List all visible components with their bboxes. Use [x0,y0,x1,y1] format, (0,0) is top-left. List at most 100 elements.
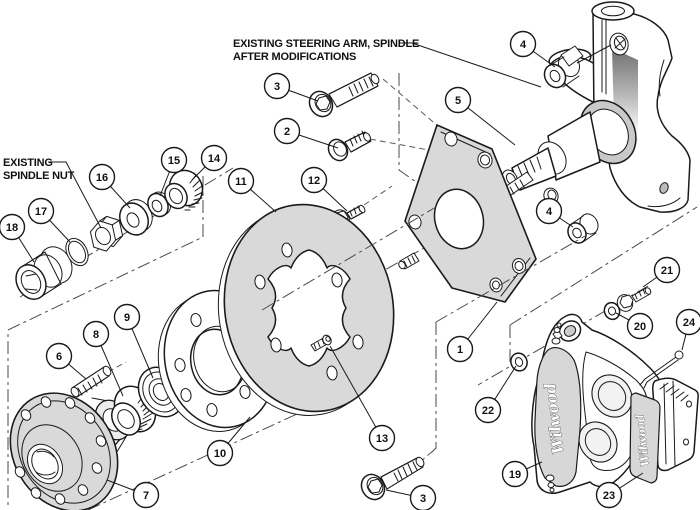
caliper-bolt [616,287,652,312]
callout-23-number: 23 [603,490,615,502]
mounting-bolt-short [327,130,372,162]
callout-4-leader2 [576,44,612,64]
callout-4: 4 [535,197,574,228]
callout-4: 4 [509,30,612,68]
callout-24-circle [675,308,700,336]
spindle-nut-note-leader [48,161,102,229]
callout-3-circle [263,72,291,100]
callout-4-number: 4 [546,206,553,218]
callout-21: 21 [642,256,681,288]
callout-22: 22 [474,365,517,424]
callout-4-circle [509,30,537,58]
spindle-nut [89,215,124,252]
pad-logo: Wilwood [633,413,651,467]
callout-3: 3 [263,72,319,102]
hub [9,392,132,510]
callout-15-circle [160,146,188,174]
callout-8-number: 8 [93,329,99,341]
callout-23: 23 [595,472,644,509]
callout-7-circle [132,481,160,509]
callout-18-number: 18 [6,222,18,234]
callout-17-number: 17 [35,206,47,218]
brake-pads: Wilwood [629,377,699,484]
callout-21-number: 21 [661,265,673,277]
caliper-washer-inner [510,352,528,372]
callout-20-number: 20 [634,321,646,333]
callout-24: 24 [675,308,700,351]
steering-arm-note-leader [400,42,542,88]
callout-13: 13 [329,345,396,452]
cotter-pin [639,350,684,389]
callout-6-number: 6 [56,351,62,363]
callout-7-number: 7 [143,490,149,502]
callout-11-number: 11 [235,176,247,188]
callout-11-circle [227,167,255,195]
callout-12-number: 12 [308,175,320,187]
callout-2: 2 [273,117,339,149]
callout-19-circle [501,460,529,488]
callout-9: 9 [113,303,154,379]
callout-5-number: 5 [455,95,461,107]
wheel-stud [70,365,112,398]
callout-1-number: 1 [457,344,463,356]
callout-6: 6 [45,342,87,380]
callout-3: 3 [385,484,437,510]
callout-3-circle [409,484,437,510]
callout-20-circle [626,312,654,340]
caliper-bracket [404,124,537,303]
callout-13-leader [329,345,383,439]
callout-21-circle [653,256,681,284]
callout-5-circle [444,86,472,114]
callout-22-circle [474,396,502,424]
callout-17-circle [27,197,55,225]
callout-15-number: 15 [168,155,180,167]
spindle-assembly [398,1,691,270]
callout-13-number: 13 [376,433,388,445]
hub-stud-holes [14,396,107,505]
callout-18: 18 [0,213,35,263]
callout-8: 8 [82,320,124,397]
callout-12-circle [300,166,328,194]
callout-5: 5 [444,86,516,146]
callout-1-circle [446,335,474,363]
rotor-stud [310,334,332,352]
callout-2-circle [273,117,301,145]
dust-cap [15,246,73,300]
spacer-upper [543,45,584,89]
callout-7: 7 [106,479,160,509]
callout-11: 11 [227,167,277,213]
callout-9-number: 9 [124,312,130,324]
callout-20: 20 [615,312,654,340]
callout-19-number: 19 [509,469,521,481]
callout-2-number: 2 [284,126,290,138]
outer-bearing [164,169,204,211]
callout-16: 16 [88,163,131,209]
callout-16-number: 16 [96,172,108,184]
o-ring [65,237,89,267]
callout-9-circle [113,303,141,331]
callout-1: 1 [446,301,498,363]
callout-13-circle [368,424,396,452]
callout-22-number: 22 [482,405,494,417]
brake-rotor [217,203,395,416]
callout-19: 19 [501,460,543,488]
bleed-screw-lower [545,474,555,493]
callout-12: 12 [300,166,348,212]
callout-10-number: 10 [214,448,226,460]
callout-4-number: 4 [520,39,527,51]
mounting-bolt-long-bottom [360,456,425,501]
rotor-holes [254,242,364,381]
callout-3-number: 3 [420,493,426,505]
brake-caliper: Wilwood [531,313,666,494]
callout-10: 10 [206,416,251,467]
callout-10-circle [206,439,234,467]
callout-6-circle [45,342,73,370]
